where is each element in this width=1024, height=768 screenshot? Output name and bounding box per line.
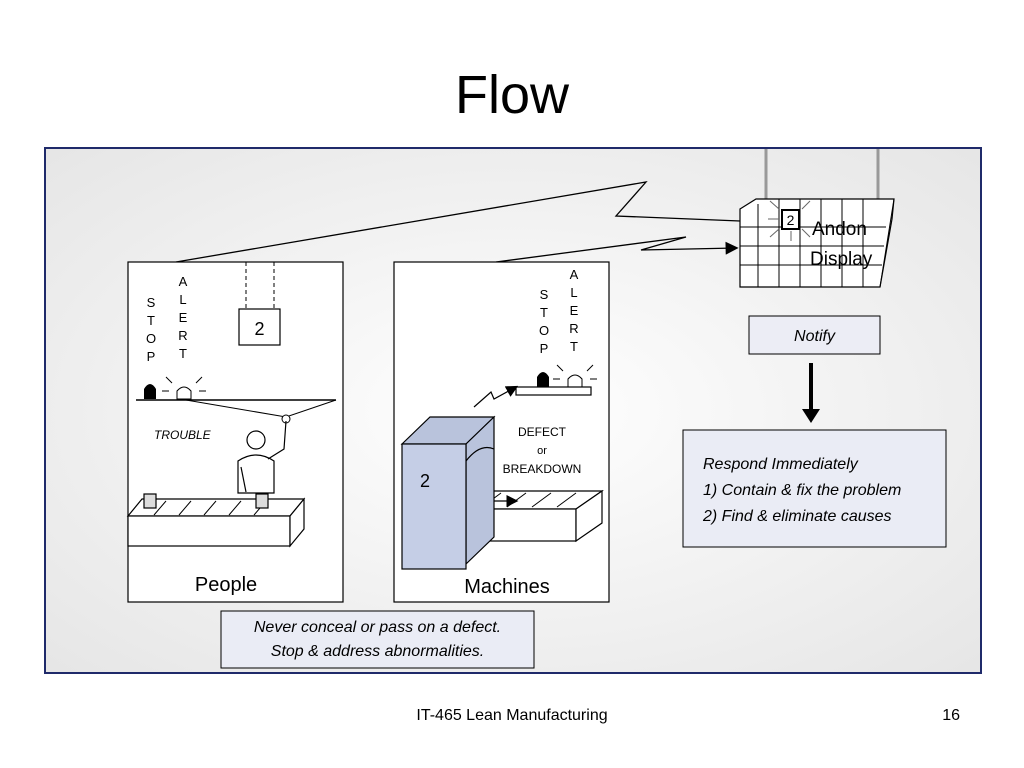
stop-letter: T	[147, 313, 155, 328]
stop-lamp-icon	[537, 372, 549, 387]
respond-step-1: 1) Contain & fix the problem	[703, 482, 901, 499]
never-note-box: Never conceal or pass on a defect. Stop …	[220, 610, 535, 669]
alert-lamp-icon	[553, 364, 597, 388]
signal-lines	[175, 181, 741, 263]
respond-heading: Respond Immediately	[703, 456, 859, 473]
respond-box: Respond Immediately 1) Contain & fix the…	[682, 429, 947, 548]
stop-letter: O	[539, 323, 549, 338]
alert-letter: T	[570, 339, 578, 354]
never-note-line-1: Never conceal or pass on a defect.	[254, 619, 501, 636]
andon-label-1: Andon	[812, 219, 867, 240]
defect-label: DEFECT	[518, 425, 567, 439]
breakdown-label: BREAKDOWN	[503, 462, 582, 476]
stop-letter: P	[540, 341, 549, 356]
stop-letter: S	[540, 287, 549, 302]
machine-gate	[400, 415, 496, 570]
andon-diagram: 2 Andon Display 2 S T O P A L E R T	[44, 147, 982, 674]
andon-counter: 2	[787, 212, 795, 228]
alert-letter: L	[570, 285, 577, 300]
andon-label-2: Display	[810, 249, 873, 270]
slide-title: Flow	[454, 65, 569, 125]
stop-letter: S	[147, 295, 156, 310]
alert-letter: R	[178, 328, 187, 343]
never-note-line-2: Stop & address abnormalities.	[271, 643, 484, 660]
down-arrow-icon	[802, 363, 820, 423]
alert-letter: R	[569, 321, 578, 336]
stop-lamp-icon	[144, 384, 156, 399]
notify-label: Notify	[794, 328, 836, 345]
page-number: 16	[942, 707, 960, 724]
defect-or-label: or	[537, 445, 547, 457]
stop-letter: O	[146, 331, 156, 346]
andon-display: 2 Andon Display	[739, 149, 895, 288]
trouble-label: TROUBLE	[154, 428, 212, 442]
people-counter: 2	[254, 319, 264, 339]
machines-caption: Machines	[464, 576, 550, 598]
people-panel: 2 S T O P A L E R T TROUBLE	[126, 261, 344, 603]
conveyor-people	[126, 493, 306, 548]
alert-letter: A	[179, 274, 188, 289]
respond-step-2: 2) Find & eliminate causes	[702, 508, 892, 525]
machine-number: 2	[420, 471, 430, 491]
worker-icon	[237, 420, 287, 494]
stop-letter: T	[540, 305, 548, 320]
people-caption: People	[195, 574, 257, 596]
footer-course: IT-465 Lean Manufacturing	[416, 707, 608, 724]
alert-letter: E	[179, 310, 188, 325]
alert-letter: E	[570, 303, 579, 318]
notify-box: Notify	[748, 315, 881, 355]
alert-letter: T	[179, 346, 187, 361]
alert-lamp-icon	[162, 376, 206, 400]
alert-letter: A	[570, 267, 579, 282]
machines-panel: S T O P A L E R T	[393, 261, 610, 603]
alert-letter: L	[179, 292, 186, 307]
stop-letter: P	[147, 349, 156, 364]
andon-light-rays-icon	[768, 200, 811, 241]
